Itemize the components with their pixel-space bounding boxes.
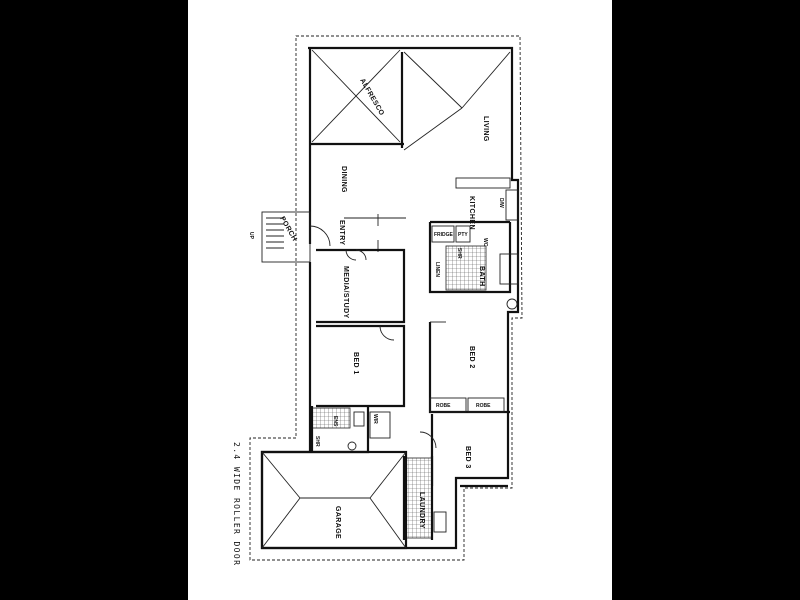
living-hip-3	[403, 107, 463, 151]
laundry-label: LAUNDRY	[418, 492, 425, 529]
robe-a-box	[429, 397, 467, 413]
garage-walls	[260, 450, 408, 550]
media-study-walls	[316, 248, 406, 324]
floor-plan-sheet: ALFRESCO LIVING DINING KITCHEN ENTRY POR…	[188, 0, 612, 600]
living-hip-2	[461, 51, 511, 109]
bath-label: BATH	[478, 266, 485, 287]
wir-label: WIR	[372, 414, 378, 424]
living-label: LIVING	[482, 116, 489, 142]
living-hip-1	[403, 51, 463, 109]
robe-b-box	[467, 397, 505, 413]
bed3-label: BED 3	[464, 446, 471, 469]
bed1-walls	[316, 324, 406, 408]
media-door	[345, 249, 367, 261]
porch-outline	[261, 211, 311, 263]
dw-label: D/W	[498, 198, 504, 208]
garage-hip-5	[369, 497, 407, 549]
pty-label: PTY	[458, 232, 468, 238]
pantry-box	[455, 225, 471, 243]
media-study-label: MEDIA/STUDY	[342, 266, 349, 319]
bed2-label: BED 2	[468, 346, 475, 369]
vanity-basin	[506, 298, 518, 310]
garage-hip-2	[261, 497, 301, 549]
porch-steps	[266, 217, 284, 249]
wc-label: WC	[482, 238, 488, 247]
bath-tub	[499, 253, 519, 285]
laundry-walls	[402, 456, 434, 540]
alfresco-label: ALFRESCO	[358, 78, 385, 118]
entry-door-swing	[309, 225, 331, 247]
robe-b-label: ROBE	[476, 403, 491, 409]
roof-outline	[249, 35, 523, 561]
laundry-tub	[433, 511, 447, 533]
bed1-label: BED 1	[352, 352, 359, 375]
up-label: UP	[248, 232, 254, 240]
ensuite-basin	[347, 441, 357, 451]
roller-door-note: 2.4 WIDE ROLLER DOOR	[232, 442, 241, 566]
ens-toilet	[353, 411, 365, 427]
ens-label: ENS	[332, 416, 338, 427]
laundry-tiles	[403, 457, 433, 539]
shr-ens-label: SHR	[314, 436, 320, 447]
garage-hip-4	[369, 451, 407, 499]
bed3-door	[419, 431, 437, 449]
bath-block	[428, 222, 512, 294]
bed1-door	[379, 325, 395, 341]
ensuite-tiles	[311, 407, 351, 429]
kitchen-label: KITCHEN	[468, 196, 475, 230]
shr-bath-label: SHR	[456, 248, 462, 259]
kitchen-sink	[505, 189, 519, 221]
entry-label: ENTRY	[338, 220, 345, 245]
dining-label: DINING	[340, 166, 347, 193]
porch-label: PORCH	[278, 216, 298, 243]
robe-a-label: ROBE	[436, 403, 451, 409]
fridge-box	[431, 225, 455, 243]
garage-hip-1	[261, 451, 301, 499]
linen-label: LINEN	[434, 262, 440, 277]
wir-box	[369, 411, 391, 439]
garage-label: GARAGE	[334, 506, 341, 539]
fridge-label: FRIDGE	[434, 232, 454, 238]
kitchen-bench	[455, 177, 511, 189]
floor-plan-drawing: ALFRESCO LIVING DINING KITCHEN ENTRY POR…	[232, 35, 523, 566]
alfresco-hip-2	[311, 49, 401, 143]
bath-tiles	[445, 245, 487, 291]
